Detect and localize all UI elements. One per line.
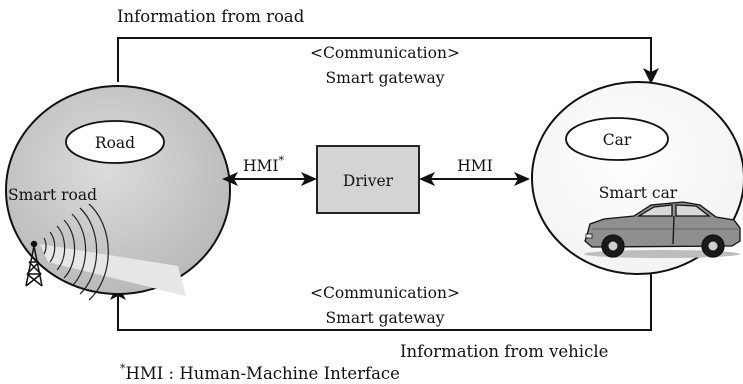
radio-tower-icon — [25, 240, 43, 287]
info-from-road-connector — [117, 37, 659, 84]
smart-gateway-bottom-label: Smart gateway — [326, 309, 445, 327]
car-label: Car — [603, 131, 632, 149]
driver-label: Driver — [343, 172, 394, 190]
hmi-left-label: HMI* — [243, 154, 285, 175]
info-from-road-label: Information from road — [117, 7, 305, 26]
smart-road-label: Smart road — [8, 186, 97, 204]
sedan-car-icon — [584, 201, 741, 258]
road-label: Road — [95, 134, 135, 152]
signal-beam — [40, 244, 186, 296]
footnote: *HMI : Human-Machine Interface — [120, 362, 400, 383]
communication-bottom-label: <Communication> — [310, 284, 460, 302]
info-from-vehicle-label: Information from vehicle — [400, 342, 608, 361]
road-node: Road Smart road — [5, 85, 231, 296]
hmi-left-connector — [222, 172, 317, 186]
smart-gateway-top-label: Smart gateway — [326, 69, 445, 87]
smart-car-label: Smart car — [599, 184, 678, 202]
hmi-right-label: HMI — [457, 157, 493, 175]
communication-top-label: <Communication> — [310, 44, 460, 62]
hmi-right-connector — [419, 172, 530, 186]
driver-node: Driver — [316, 145, 420, 214]
signal-waves — [43, 203, 109, 301]
